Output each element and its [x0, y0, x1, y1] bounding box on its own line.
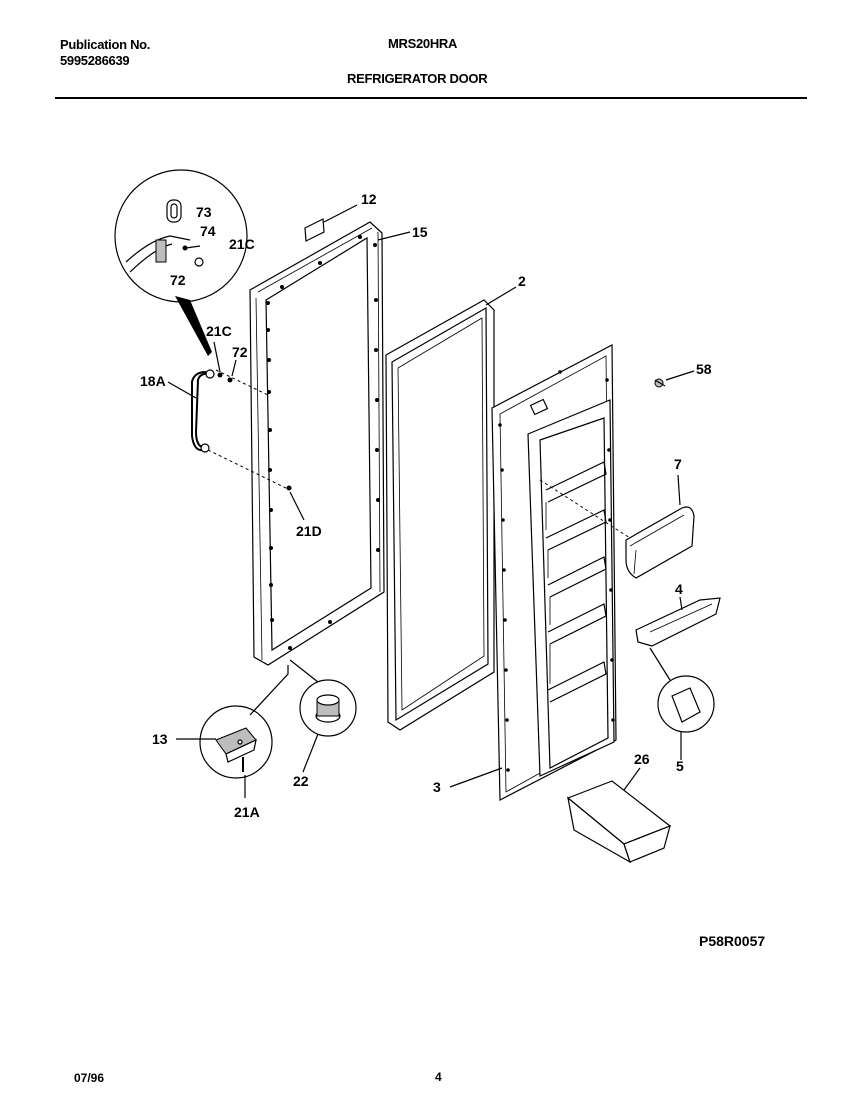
part-15-door-frame[interactable]	[249, 221, 385, 666]
callout-5: 5	[676, 758, 684, 774]
callout-21c-detail: 21C	[229, 236, 255, 252]
callout-15: 15	[412, 224, 428, 240]
part-5-detail[interactable]	[657, 675, 715, 733]
callout-22: 22	[293, 773, 309, 789]
section-title: REFRIGERATOR DOOR	[347, 71, 488, 86]
callout-2: 2	[518, 273, 526, 289]
callout-72-detail: 72	[170, 272, 186, 288]
callout-21a: 21A	[234, 804, 260, 820]
part-26-bin[interactable]	[566, 780, 672, 864]
callout-12: 12	[361, 191, 377, 207]
publication-number: 5995286639	[60, 53, 130, 68]
callout-13: 13	[152, 731, 168, 747]
part-3-door-liner[interactable]	[491, 344, 617, 801]
footer-date: 07/96	[74, 1071, 105, 1085]
part-18a-handle[interactable]	[191, 369, 215, 453]
callout-73: 73	[196, 204, 212, 220]
part-2-door-gasket[interactable]	[385, 299, 495, 731]
part-4-bin-rail[interactable]	[635, 597, 721, 647]
callout-26: 26	[634, 751, 650, 767]
publication-label: Publication No.	[60, 37, 151, 52]
callout-21c: 21C	[206, 323, 232, 339]
callout-58: 58	[696, 361, 712, 377]
callout-3: 3	[433, 779, 441, 795]
hinge-detail-circle[interactable]	[114, 169, 248, 303]
page-number: 4	[435, 1070, 442, 1084]
part-7-dairy-door[interactable]	[625, 506, 695, 579]
fastener-21d[interactable]	[286, 485, 292, 491]
callout-18a: 18A	[140, 373, 166, 389]
fastener-72[interactable]	[227, 377, 233, 383]
part-58-screw[interactable]	[654, 378, 666, 388]
drawing-number: P58R0057	[699, 933, 766, 949]
fastener-21c[interactable]	[217, 372, 223, 378]
callout-74: 74	[200, 223, 216, 239]
part-12-nameplate[interactable]	[304, 218, 325, 242]
callout-7: 7	[674, 456, 682, 472]
part-22-bushing[interactable]	[299, 679, 357, 737]
header-rule	[55, 97, 807, 99]
model-number: MRS20HRA	[388, 36, 458, 51]
callout-21d: 21D	[296, 523, 322, 539]
part-13-hinge[interactable]	[199, 705, 273, 779]
callout-4: 4	[675, 581, 683, 597]
callout-72: 72	[232, 344, 248, 360]
